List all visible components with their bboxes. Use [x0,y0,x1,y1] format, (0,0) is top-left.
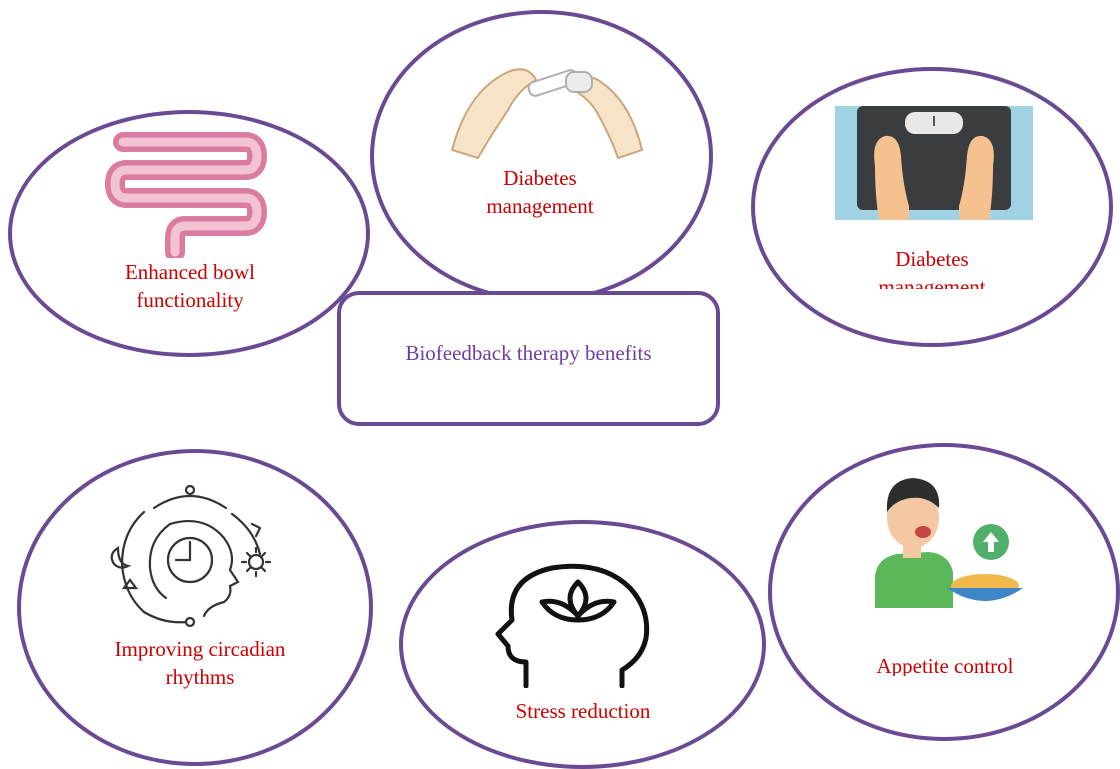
node-diabetes-1-line1: Diabetes [430,164,650,192]
insulin-pen-hands-icon [448,50,646,167]
node-stress-line1: Stress reduction [463,697,703,725]
node-diabetes-1-line2: management [430,192,650,220]
eating-person-icon [873,472,1025,613]
node-stress-label: Stress reduction [463,697,703,725]
node-appetite-label: Appetite control [835,652,1055,676]
weight-scale-feet-icon [835,106,1033,225]
lotus-head-icon [490,558,666,693]
node-diabetes-2-label: Diabetes management [822,245,1042,289]
center-box: Biofeedback therapy benefits [337,291,720,426]
node-bowel-line1: Enhanced bowl [70,258,310,286]
node-circadian-line2: rhythms [80,663,320,691]
node-appetite-line1: Appetite control [835,652,1055,676]
node-diabetes-2-line1: Diabetes [822,245,1042,273]
node-bowel-line2: functionality [70,286,310,314]
node-diabetes-2-line2-clip: management [822,273,1042,289]
node-appetite-line1-clip: Appetite control [835,652,1055,676]
node-bowel-label: Enhanced bowl functionality [70,258,310,314]
intestine-icon [105,128,267,263]
center-title: Biofeedback therapy benefits [341,341,716,366]
circadian-clock-head-icon [104,484,276,635]
node-circadian-label: Improving circadian rhythms [80,635,320,691]
node-diabetes-2-line2: management [822,273,1042,289]
node-circadian-line1: Improving circadian [80,635,320,663]
node-diabetes-1-label: Diabetes management [430,164,650,220]
